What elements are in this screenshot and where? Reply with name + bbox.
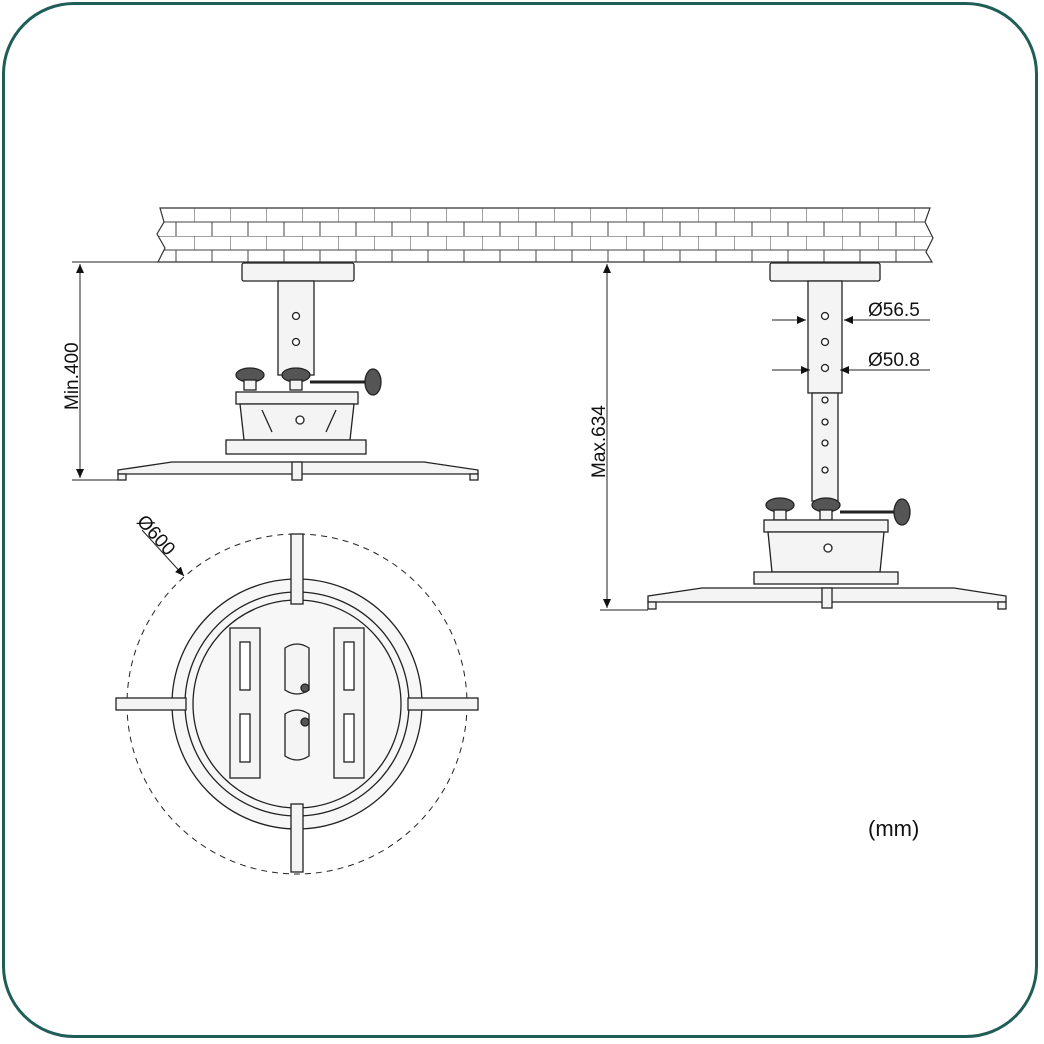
min-height-label: Min.400 <box>62 342 83 410</box>
plate-diameter-label: Ø600 <box>132 511 179 560</box>
outer-tube-label: Ø56.5 <box>868 300 920 321</box>
inner-tube-label: Ø50.8 <box>868 350 920 371</box>
plate-top-view <box>115 533 479 875</box>
unit-label: (mm) <box>868 816 920 841</box>
max-height-dimension <box>600 264 648 611</box>
mount-max-elevation <box>647 262 1007 610</box>
max-height-label: Max.634 <box>589 405 610 478</box>
mount-min-elevation <box>117 262 479 481</box>
min-height-dimension <box>72 261 158 481</box>
plate-diameter-dimension <box>141 529 185 577</box>
ceiling-wall <box>156 207 934 263</box>
